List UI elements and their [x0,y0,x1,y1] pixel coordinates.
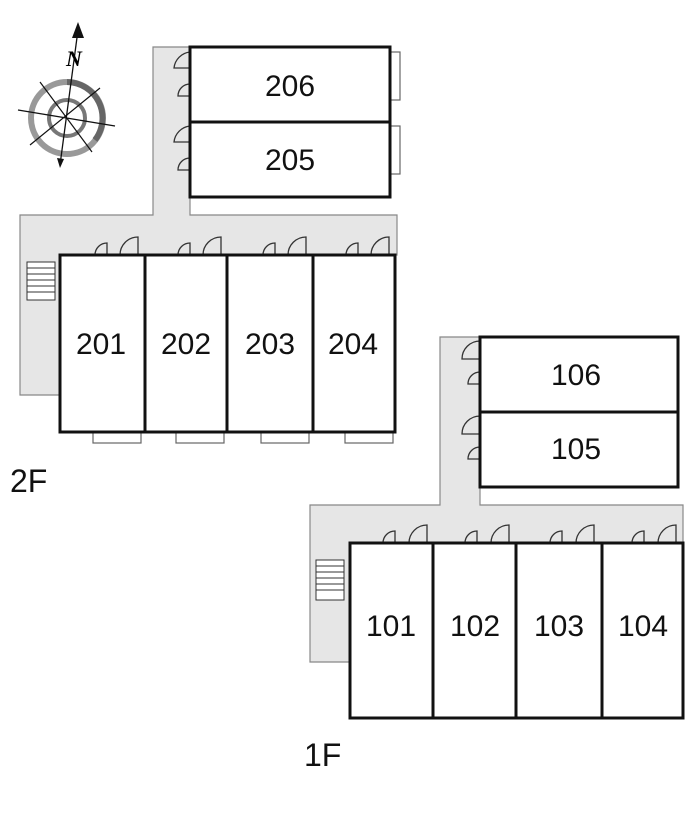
unit-label: 106 [551,359,601,392]
north-label: N [65,46,83,71]
unit-label: 101 [366,610,416,643]
unit-103[interactable]: 103 [514,541,604,720]
unit-204[interactable]: 204 [311,253,397,434]
unit-label: 204 [328,328,378,361]
unit-label: 102 [450,610,500,643]
unit-202[interactable]: 202 [143,253,229,434]
unit-104[interactable]: 104 [600,541,685,720]
unit-101[interactable]: 101 [348,541,435,720]
unit-label: 206 [265,70,315,103]
compass-icon: N [17,22,116,168]
unit-label: 205 [265,144,315,177]
unit-label: 103 [534,610,584,643]
unit-102[interactable]: 102 [431,541,518,720]
doors-2f [94,51,390,256]
floor-2f: 206 205 201 202 203 204 2F [10,45,401,499]
unit-206[interactable]: 206 [188,45,392,124]
stairs-1f [315,559,345,601]
unit-203[interactable]: 203 [225,253,315,434]
unit-106[interactable]: 106 [478,335,680,414]
unit-label: 104 [618,610,668,643]
unit-201[interactable]: 201 [58,253,147,434]
unit-105[interactable]: 105 [478,410,680,489]
unit-label: 203 [245,328,295,361]
unit-205[interactable]: 205 [188,120,392,199]
unit-label: 202 [161,328,211,361]
doors-1f [382,340,677,544]
floor-label-2f: 2F [10,463,47,499]
unit-label: 105 [551,433,601,466]
floor-label-1f: 1F [304,737,341,773]
unit-label: 201 [76,328,126,361]
stairs-2f [26,261,56,301]
floor-1f: 106 105 101 102 103 104 1F [304,335,685,773]
